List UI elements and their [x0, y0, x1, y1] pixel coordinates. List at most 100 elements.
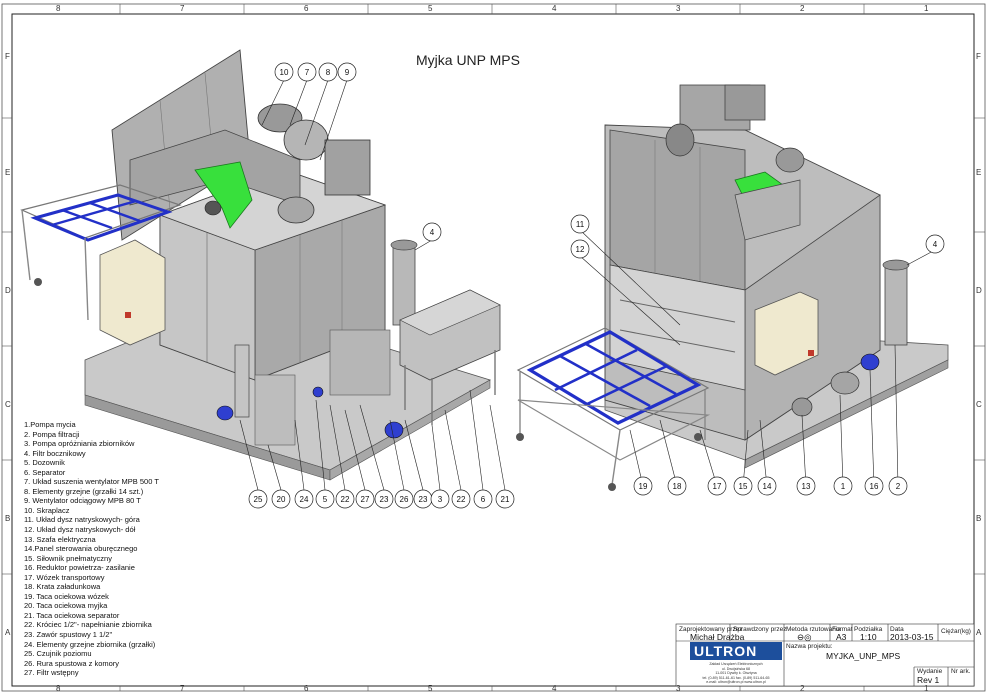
electrical-cabinet [99, 239, 166, 346]
callout-left-bottom-5: 27 [355, 489, 375, 509]
zone-row-D: D [5, 286, 11, 295]
callout-label: 20 [277, 495, 286, 504]
company-address: Zakład Urządzeń Elektronicznych ul. Dwój… [688, 662, 784, 685]
address-line: e-mail: ultron@ultron.pl www.ultron.pl [706, 680, 766, 685]
legend-item: 17. Wózek transportowy [24, 572, 105, 582]
callout-left-bottom-2: 24 [294, 489, 314, 509]
legend-item: 2. Pompa filtracji [24, 429, 80, 439]
bypass-filter-right [884, 264, 908, 346]
scale-label: Podziałka [854, 626, 883, 633]
zone-col-4: 4 [552, 4, 557, 13]
callout-right-bottom-6: 1 [833, 476, 853, 496]
left-washer-view [20, 49, 501, 481]
callout-right-bottom-4: 14 [757, 476, 777, 496]
zone-row-D-right: D [976, 286, 982, 295]
callout-label: 10 [280, 68, 289, 77]
zone-col-2: 2 [800, 4, 805, 13]
legend-item: 27. Filtr wstępny [24, 668, 79, 678]
callout-label: 22 [457, 495, 466, 504]
callout-label: 6 [481, 495, 486, 504]
legend-item: 3. Pompa opróżniania zbiorników [24, 439, 135, 449]
callout-label: 11 [576, 220, 585, 229]
callout-right-bottom-2: 17 [707, 476, 727, 496]
zone-col-3-bottom: 3 [676, 684, 681, 693]
zone-col-6-bottom: 6 [304, 684, 309, 693]
drawing-title: Myjka UNP MPS [416, 52, 520, 68]
callout-right-top-1: 12 [570, 239, 590, 259]
callout-left-top-2: 8 [318, 62, 338, 82]
callout-right-bottom-0: 19 [633, 476, 653, 496]
callout-label: 4 [430, 228, 435, 237]
address-line: ul. Dwójsińska 68 [722, 666, 750, 671]
legend-item: 22. Króciec 1/2"- napełnianie zbiornika [24, 620, 152, 630]
callout-left-bottom-9: 3 [430, 489, 450, 509]
legend-item: 8. Elementy grzejne (grzałki 14 szt.) [24, 486, 144, 496]
callout-left-bottom-8: 23 [413, 489, 433, 509]
callout-left-bottom-7: 26 [394, 489, 414, 509]
callout-left-top-3: 9 [337, 62, 357, 82]
callout-label: 23 [380, 495, 389, 504]
address-line: tel. (0-89) 511-61-61 fax. (0-89) 511-64… [702, 675, 770, 680]
callout-bubbles: 10 7 8 9 4 11 12 4 25 20 24 5 22 27 23 2… [248, 62, 945, 509]
legend-item: 9. Wentylator odciągowy MPB 80 T [24, 496, 141, 506]
date-value: 2013-03-15 [890, 632, 934, 642]
zone-col-8-bottom: 8 [56, 684, 61, 693]
callout-right-top-0: 11 [570, 214, 590, 234]
callout-label: 8 [326, 68, 331, 77]
zone-row-C-right: C [976, 400, 982, 409]
legend-item: 23. Zawór spustowy 1 1/2" [24, 630, 113, 640]
checked-by-label: Sprawdzony przez [733, 626, 787, 633]
parts-legend: 1.Pompa mycia 2. Pompa filtracji 3. Pomp… [24, 420, 159, 678]
callout-left-bottom-4: 22 [335, 489, 355, 509]
right-washer-view [516, 84, 949, 491]
date-label: Data [890, 626, 904, 633]
zone-row-E: E [5, 168, 11, 177]
legend-item: 18. Krata załadunkowa [24, 582, 101, 592]
legend-item: 4. Filtr bocznikowy [24, 448, 86, 458]
wash-chamber [609, 264, 746, 391]
zone-row-B: B [5, 514, 11, 523]
callout-label: 17 [713, 482, 722, 491]
zone-row-B-right: B [976, 514, 982, 523]
callout-label: 2 [896, 482, 901, 491]
zone-row-E-right: E [976, 168, 982, 177]
callout-right-bottom-8: 2 [888, 476, 908, 496]
callout-label: 7 [305, 68, 310, 77]
condenser-box [324, 139, 371, 196]
callout-label: 25 [254, 495, 263, 504]
legend-item: 21. Taca ociekowa separator [24, 610, 120, 620]
callout-left-top-0: 10 [274, 62, 294, 82]
callout-label: 14 [763, 482, 772, 491]
zone-row-F: F [5, 52, 10, 61]
zone-row-C: C [5, 400, 11, 409]
legend-item: 10. Skraplacz [24, 505, 70, 515]
legend-item: 19. Taca ociekowa wózek [24, 591, 109, 601]
legend-item: 26. Rura spustowa z komory [24, 658, 120, 668]
legend-item: 7. Układ suszenia wentylator MPB 500 T [24, 477, 159, 487]
zone-col-7: 7 [180, 4, 185, 13]
callout-label: 19 [639, 482, 648, 491]
zone-col-6: 6 [304, 4, 309, 13]
designed-by-label: Zaprojektowany przez [679, 626, 743, 633]
callout-right-bottom-3: 15 [733, 476, 753, 496]
legend-item: 6. Separator [24, 467, 66, 477]
version-value: Rev 1 [917, 675, 940, 685]
callout-label: 23 [419, 495, 428, 504]
callout-label: 12 [576, 245, 585, 254]
callout-label: 27 [361, 495, 370, 504]
electrical-cabinet-right [754, 291, 819, 376]
callout-right-side-0: 4 [925, 234, 945, 254]
scale-value: 1:10 [860, 632, 877, 642]
zone-col-1: 1 [924, 4, 929, 13]
legend-item: 24. Elementy grzejne zbiornika (grzałki) [24, 639, 156, 649]
callout-right-bottom-5: 13 [796, 476, 816, 496]
version-label: Wydanie [917, 668, 943, 675]
zone-col-5-bottom: 5 [428, 684, 433, 693]
zone-col-5: 5 [428, 4, 433, 13]
sheet-number-label: Nr ark. [951, 668, 971, 675]
zone-row-F-right: F [976, 52, 981, 61]
callout-left-bottom-3: 5 [315, 489, 335, 509]
legend-item: 11. Układ dysz natryskowych- góra [24, 515, 140, 525]
callout-label: 21 [501, 495, 510, 504]
